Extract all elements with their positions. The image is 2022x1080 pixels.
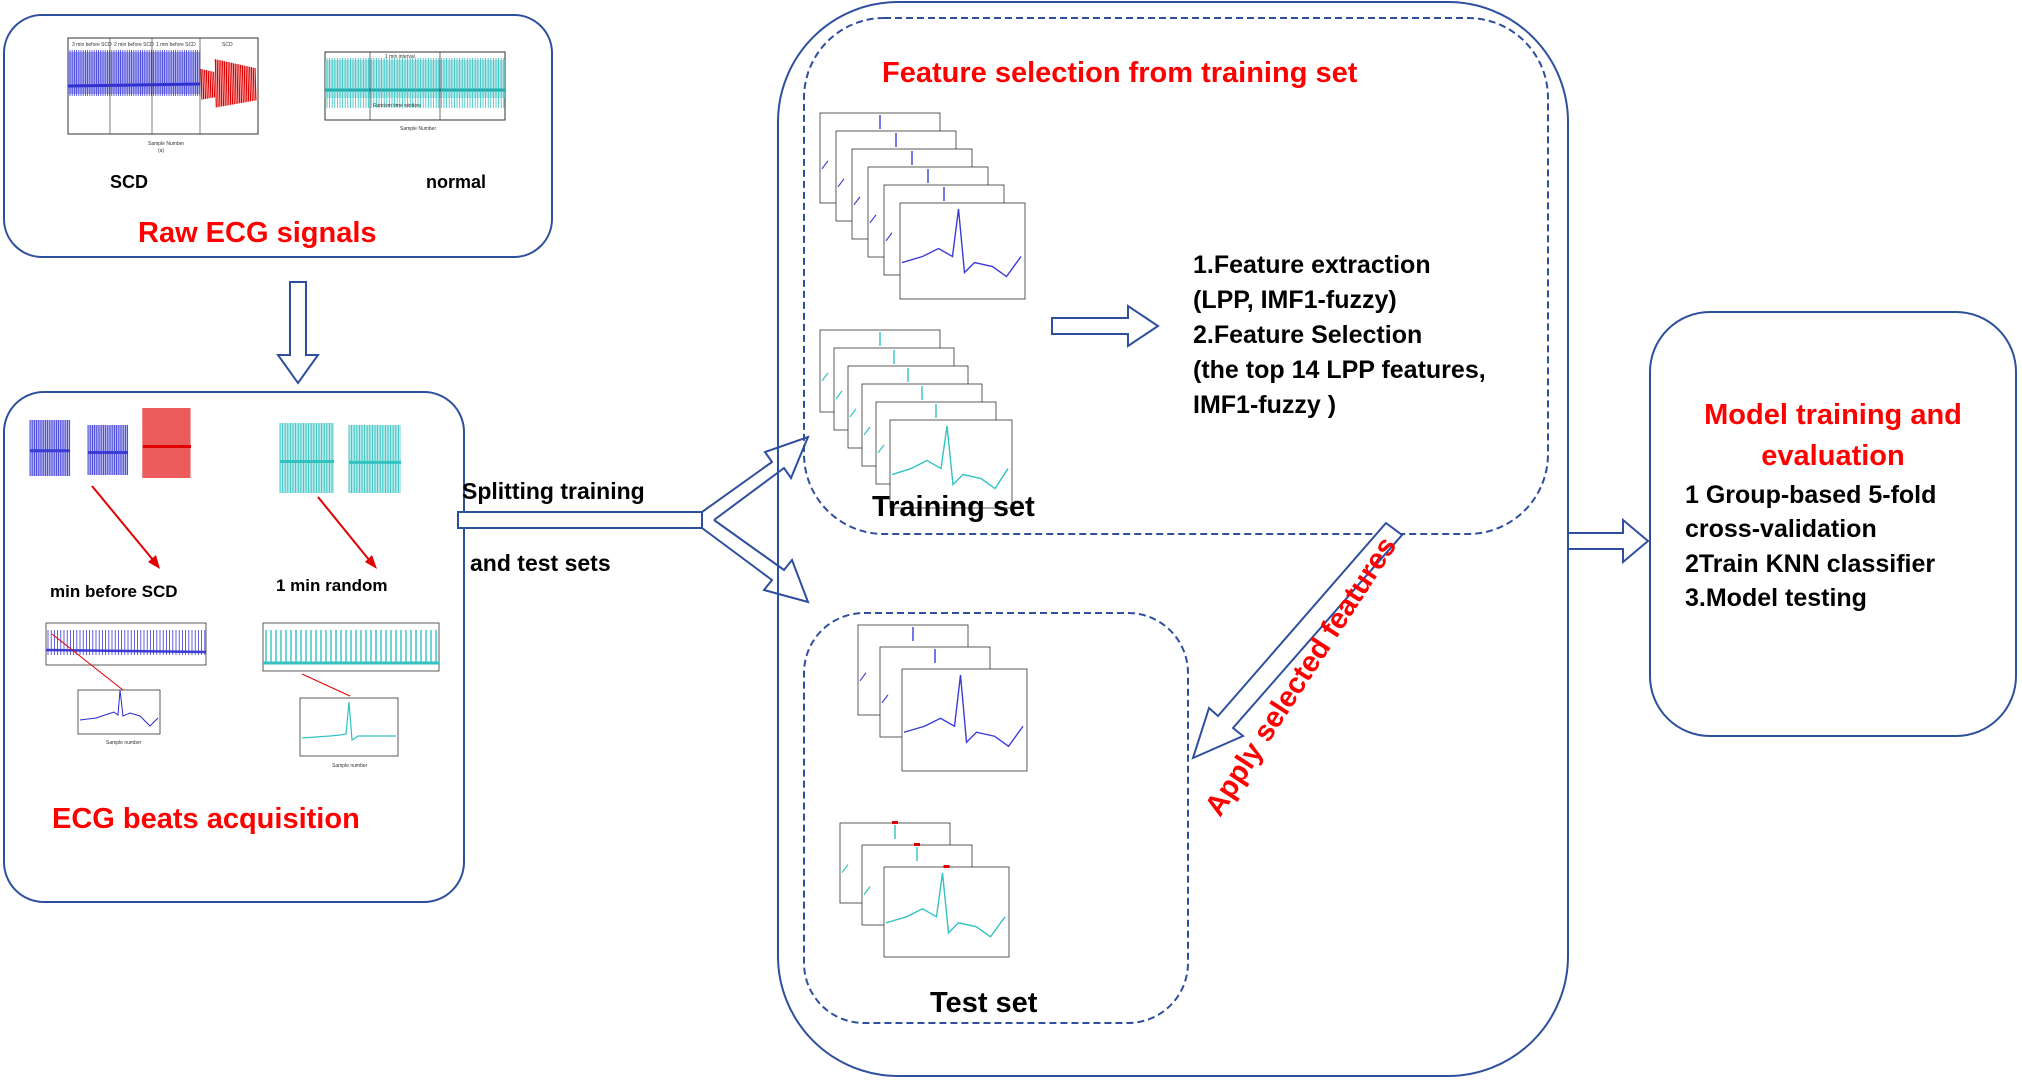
normal-axis-xlabel: Sample Number <box>400 126 436 132</box>
scd-axis-xlabel: Sample Number <box>148 141 184 147</box>
training-box: Feature selection from training set Trai… <box>803 17 1549 535</box>
normal-interval-label: 1 min interval <box>385 54 415 60</box>
raw-scd-plot: 3 min before SCD 2 min before SCD 1 min … <box>67 37 259 154</box>
test-set-label: Test set <box>930 987 1038 1019</box>
left-inset-xlabel: Sample number <box>106 740 142 746</box>
feature-step-2: (LPP, IMF1-fuzzy) <box>1193 286 1397 314</box>
beats-title: ECG beats acquisition <box>52 803 360 835</box>
split-label-2: and test sets <box>470 550 611 576</box>
raw-scd-label: SCD <box>110 172 148 192</box>
beats-scd-label: min before SCD <box>50 582 178 601</box>
apply-arrow <box>1191 521 1404 760</box>
beats-normal-label: 1 min random <box>276 576 387 595</box>
test-cyan-beats <box>839 821 1010 958</box>
raw-normal-plot: 1 min interval Random time window Sample… <box>324 51 506 132</box>
raw-ecg-box: 3 min before SCD 2 min before SCD 1 min … <box>3 14 553 258</box>
model-step-4: 3.Model testing <box>1685 584 1867 612</box>
right-inset-xlabel: Sample number <box>332 763 368 769</box>
training-set-label: Training set <box>872 491 1035 523</box>
test-box: Test set <box>803 612 1189 1024</box>
scd-seg-label-4: SCD <box>222 42 233 48</box>
training-cyan-beats <box>819 329 1013 509</box>
test-blue-beats <box>857 624 1028 772</box>
scd-segment-thumbs <box>29 408 401 493</box>
model-arrow <box>1567 517 1650 565</box>
model-step-1: 1 Group-based 5-fold <box>1685 481 1936 509</box>
scd-seg-label-2: 2 min before SCD <box>114 42 154 48</box>
model-title-2: evaluation <box>1761 440 1904 472</box>
down-arrow <box>276 281 320 385</box>
scd-seg-label-1: 3 min before SCD <box>72 42 112 48</box>
training-blue-beats <box>819 112 1026 300</box>
scd-seg-label-3: 1 min before SCD <box>156 42 196 48</box>
feature-step-3: 2.Feature Selection <box>1193 321 1422 349</box>
feature-arrow <box>1051 304 1160 348</box>
feature-step-1: 1.Feature extraction <box>1193 251 1431 279</box>
raw-normal-label: normal <box>426 172 486 192</box>
split-arrow <box>457 432 810 604</box>
raw-ecg-title: Raw ECG signals <box>138 217 377 249</box>
feature-title: Feature selection from training set <box>882 57 1358 89</box>
scd-panel-tag: (a) <box>158 148 164 154</box>
model-step-3: 2Train KNN classifier <box>1685 550 1935 578</box>
normal-window-label: Random time window <box>373 103 421 109</box>
beats-box: min before SCD 1 min random Sample numbe… <box>3 391 465 903</box>
beats-normal-strip: Sample number <box>262 622 440 769</box>
apply-label: Apply selected features <box>1199 531 1403 821</box>
feature-step-4: (the top 14 LPP features, <box>1193 356 1486 384</box>
model-step-2: cross-validation <box>1685 515 1877 543</box>
feature-step-5: IMF1-fuzzy ) <box>1193 391 1336 419</box>
split-label-1: Splitting training <box>462 478 645 504</box>
model-box: Model training and evaluation 1 Group-ba… <box>1649 311 2017 737</box>
model-title-1: Model training and <box>1704 399 1962 431</box>
beats-scd-strip: Sample number <box>45 622 207 746</box>
